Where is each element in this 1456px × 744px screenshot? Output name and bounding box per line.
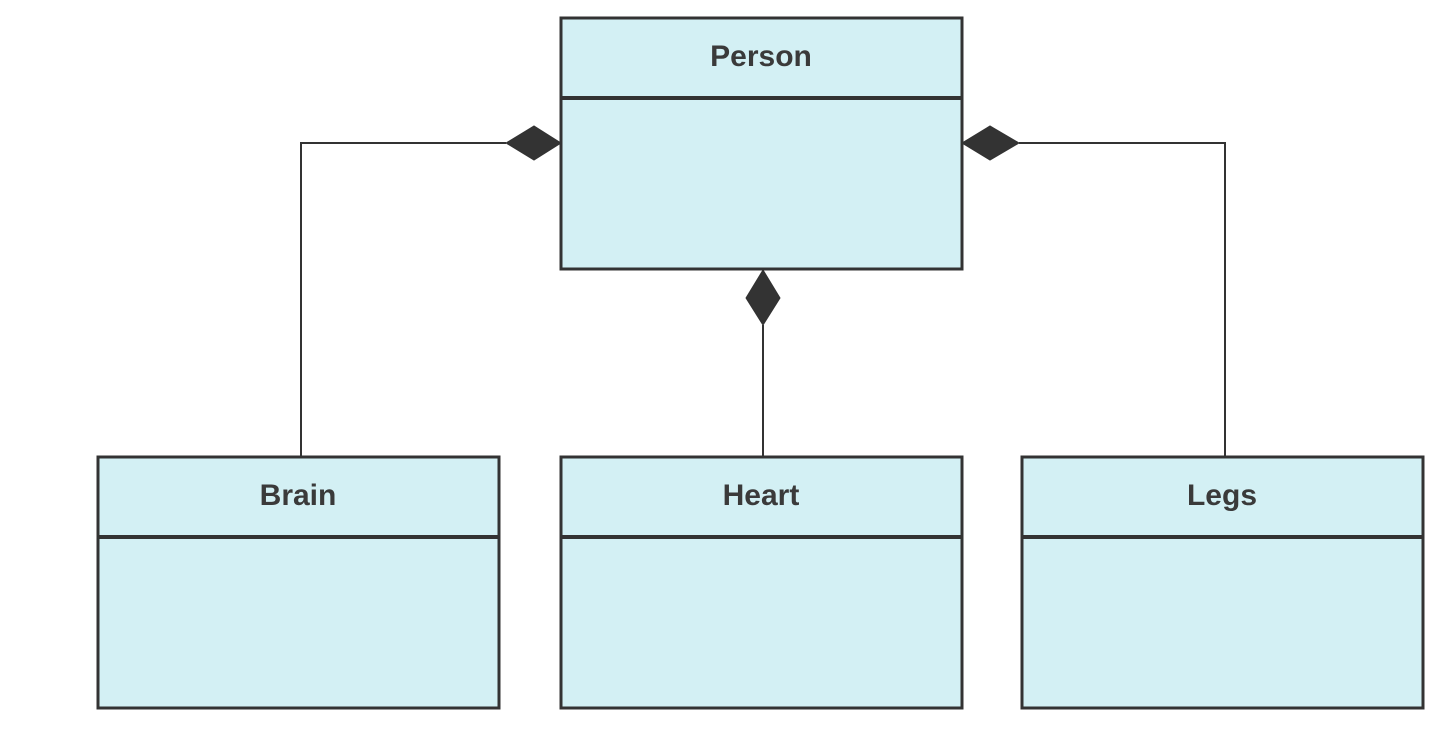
class-box-brain[interactable]: Brain [96, 455, 501, 710]
composition-diamond [745, 269, 781, 326]
composition-heart-person [745, 269, 781, 457]
class-box-person[interactable]: Person [559, 16, 964, 271]
composition-diamond [961, 125, 1020, 161]
class-box-legs[interactable]: Legs [1020, 455, 1425, 710]
class-box-frame [96, 455, 501, 710]
connector-line [1019, 142, 1226, 457]
class-box-frame [559, 16, 964, 271]
class-box-frame [1020, 455, 1425, 710]
class-name-heart: Heart [723, 479, 800, 512]
composition-diamond [505, 125, 562, 161]
composition-brain-person [300, 125, 562, 457]
class-name-person: Person [710, 40, 812, 73]
composition-legs-person [961, 125, 1226, 457]
class-box-heart[interactable]: Heart [559, 455, 964, 710]
class-box-frame [559, 455, 964, 710]
class-name-legs: Legs [1187, 479, 1257, 512]
connector-line [300, 142, 506, 457]
class-name-brain: Brain [260, 479, 337, 512]
